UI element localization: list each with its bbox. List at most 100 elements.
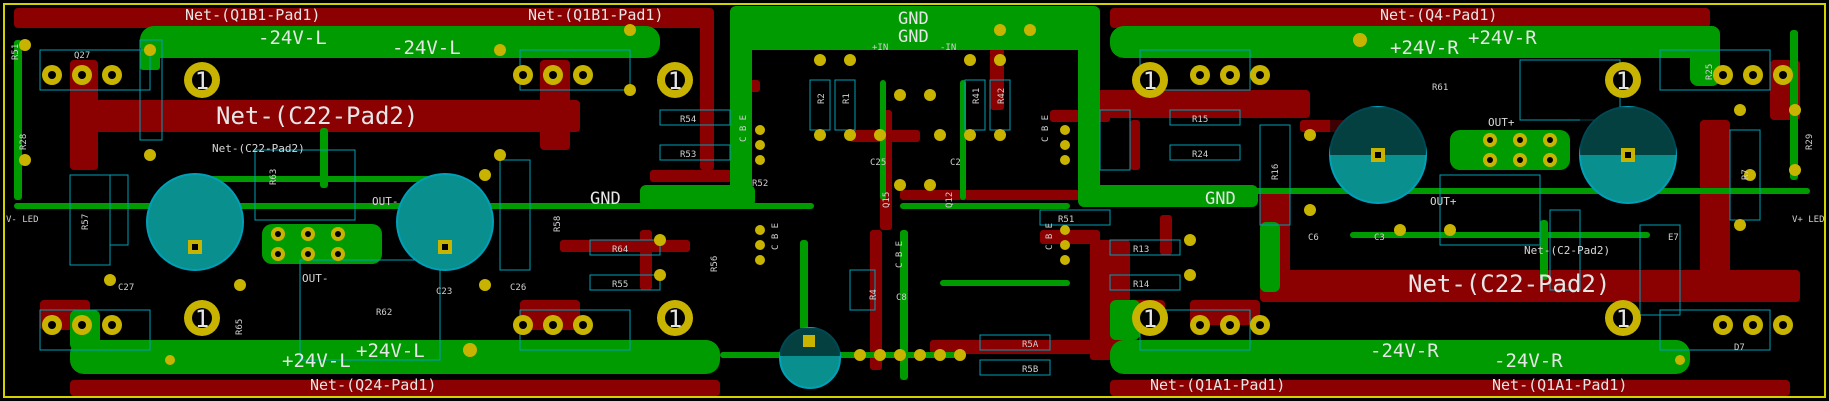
ref-r14: R14 <box>1133 280 1149 290</box>
ref-r15: R15 <box>1192 115 1208 125</box>
mounting-hole: 1 <box>1132 62 1168 98</box>
net-label-c22-big-left: Net-(C22-Pad2) <box>216 102 418 130</box>
ref-r51: R51 <box>11 44 21 60</box>
mounting-hole-label: 1 <box>195 67 209 95</box>
ref-r53: R53 <box>680 150 696 160</box>
ref-r16: R16 <box>1271 164 1281 180</box>
ref-r41: R41 <box>972 88 982 104</box>
ref-q12: Q12 <box>945 192 955 208</box>
out-plus-label-a: OUT+ <box>1430 195 1457 208</box>
rail-label-m24vl-a: -24V-L <box>258 27 327 49</box>
mounting-hole: 1 <box>1605 300 1641 336</box>
ref-c3: C3 <box>1374 233 1385 243</box>
mounting-hole: 1 <box>657 300 693 336</box>
ref-r5b: R5B <box>1022 365 1038 375</box>
mounting-hole-label: 1 <box>668 67 682 95</box>
ref-cbe1: C B E <box>739 115 749 142</box>
ref-r52: R52 <box>752 179 768 189</box>
net-label-gnd-left: GND <box>590 189 621 209</box>
rail-label-m24vl-b: -24V-L <box>392 37 461 59</box>
net-label-q1b1-left: Net-(Q1B1-Pad1) <box>185 6 320 24</box>
capacitor-pads <box>188 148 1635 347</box>
ref-c25: C25 <box>870 158 886 168</box>
net-label-q1a1-left: Net-(Q1A1-Pad1) <box>1150 376 1285 394</box>
ref-c6: C6 <box>1308 233 1319 243</box>
pad-holes <box>48 71 1787 329</box>
ref-cbe3: C B E <box>1041 115 1051 142</box>
ref-r64: R64 <box>612 245 628 255</box>
ref-r28: R28 <box>19 134 29 150</box>
ref-r7: R7 <box>1741 169 1751 180</box>
ref-cbe2: C B E <box>771 223 781 250</box>
ref-c27: C27 <box>118 283 134 293</box>
mounting-hole-label: 1 <box>1143 305 1157 333</box>
ref-e7: E7 <box>1668 233 1679 243</box>
ref-r56: R56 <box>710 256 720 272</box>
out-minus-label-b: OUT- <box>302 272 329 285</box>
ref-r25: R25 <box>1705 64 1715 80</box>
ref-r51b: R51 <box>1058 215 1074 225</box>
net-label-c22-small-left: Net-(C22-Pad2) <box>212 142 305 155</box>
net-label-q1a1-right: Net-(Q1A1-Pad1) <box>1492 376 1627 394</box>
ref-r1: R1 <box>842 93 852 104</box>
ref-r62: R62 <box>376 308 392 318</box>
net-label-q1b1-mid: Net-(Q1B1-Pad1) <box>528 6 663 24</box>
rail-label-m24vr-b: -24V-R <box>1494 350 1563 372</box>
mounting-hole: 1 <box>184 62 220 98</box>
ref-r63: R63 <box>269 169 279 185</box>
vplus-led-label: V+ LED <box>1792 215 1825 225</box>
mounting-hole: 1 <box>1132 300 1168 336</box>
ref-c8: C8 <box>896 293 907 303</box>
mounting-hole: 1 <box>1605 62 1641 98</box>
silkscreen-layer <box>39 39 1771 376</box>
ref-r61: R61 <box>1432 83 1448 93</box>
ref-cbe5: C B E <box>895 241 905 268</box>
net-label-gnd-top2: GND <box>898 27 929 47</box>
out-plus-label-b: OUT+ <box>1488 116 1515 129</box>
in-minus-label: -IN <box>940 43 956 53</box>
ref-r24: R24 <box>1192 150 1208 160</box>
rail-label-p24vr-a: +24V-R <box>1390 37 1459 59</box>
ref-q27: Q27 <box>74 51 90 61</box>
net-label-c22-big-right: Net-(C22-Pad2) <box>1408 270 1610 298</box>
ref-r54: R54 <box>680 115 696 125</box>
rail-label-p24vl-b: +24V-L <box>356 340 425 362</box>
ref-r29: R29 <box>1805 134 1815 150</box>
mounting-holes: 1 1 1 1 1 1 1 1 <box>184 62 1641 336</box>
ref-r55: R55 <box>612 280 628 290</box>
ref-d7: D7 <box>1734 343 1745 353</box>
rail-label-p24vr-b: +24V-R <box>1468 27 1537 49</box>
in-plus-label: +IN <box>872 43 888 53</box>
ref-c26: C26 <box>510 283 526 293</box>
ref-c23: C23 <box>436 287 452 297</box>
reference-designators: R51 Q27 R28 R57 C27 R63 R62 C23 C26 R54 … <box>11 44 1815 375</box>
ref-r13: R13 <box>1133 245 1149 255</box>
net-label-q4: Net-(Q4-Pad1) <box>1380 6 1497 24</box>
mounting-hole: 1 <box>184 300 220 336</box>
mounting-hole-label: 1 <box>1143 67 1157 95</box>
net-label-gnd-right: GND <box>1205 189 1236 209</box>
ref-q15: Q15 <box>882 192 892 208</box>
ref-r57: R57 <box>81 214 91 230</box>
ref-r5a: R5A <box>1022 340 1039 350</box>
ref-c2: C2 <box>950 158 961 168</box>
ref-r58: R58 <box>553 216 563 232</box>
ref-r42: R42 <box>997 88 1007 104</box>
net-label-gnd-top: GND <box>898 9 929 29</box>
mounting-hole-label: 1 <box>195 305 209 333</box>
ref-r4: R4 <box>869 289 879 300</box>
ref-r2: R2 <box>817 93 827 104</box>
vminus-led-label: V- LED <box>6 215 39 225</box>
net-label-q24: Net-(Q24-Pad1) <box>310 376 436 394</box>
rail-label-p24vl-a: +24V-L <box>282 350 351 372</box>
ref-cbe4: C B E <box>1045 223 1055 250</box>
mounting-hole: 1 <box>657 62 693 98</box>
net-labels: Net-(Q1B1-Pad1) Net-(Q1B1-Pad1) Net-(Q4-… <box>6 6 1825 394</box>
out-minus-label-a: OUT- <box>372 195 399 208</box>
net-label-c22-small-right: Net-(C2-Pad2) <box>1524 244 1610 257</box>
mounting-hole-label: 1 <box>1616 305 1630 333</box>
mounting-hole-label: 1 <box>668 305 682 333</box>
board-outline <box>3 3 1826 398</box>
